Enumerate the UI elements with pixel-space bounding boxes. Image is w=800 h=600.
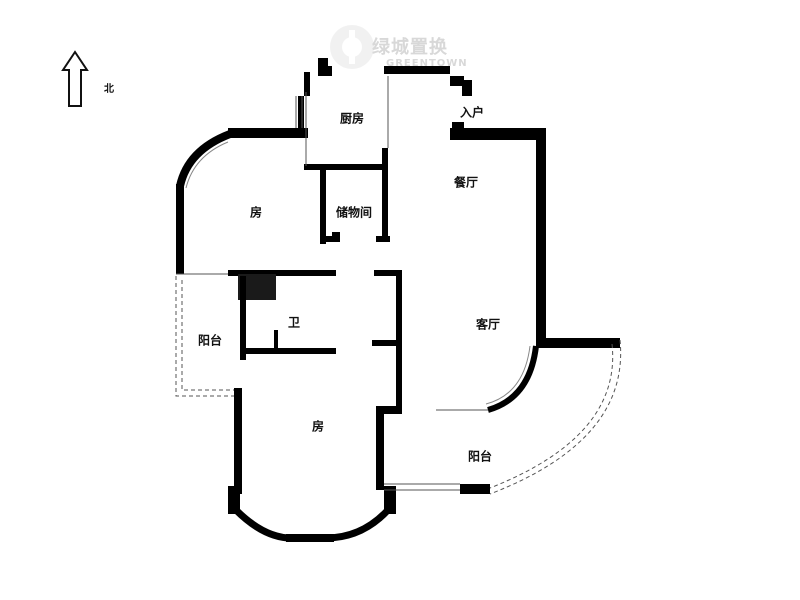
room-label-balcony-west: 阳台 (197, 333, 223, 348)
balcony-outlines (175, 276, 622, 495)
thin-lines (176, 76, 488, 491)
walls (176, 58, 620, 542)
room-label-bathroom: 卫 (287, 315, 301, 330)
room-label-bedroom-north: 房 (249, 205, 263, 220)
watermark-name-en: GREENTOWN (386, 58, 468, 69)
curved-walls (176, 130, 539, 542)
room-label-balcony-south: 阳台 (467, 449, 493, 464)
watermark-name-cn: 绿城置换 (372, 37, 448, 58)
room-label-living: 客厅 (475, 317, 501, 332)
greentown-logo-icon (330, 25, 374, 69)
room-label-dining: 餐厅 (453, 175, 479, 190)
room-label-storage: 储物间 (335, 205, 373, 220)
north-arrow-icon (61, 50, 89, 107)
room-label-entrance: 入户 (459, 105, 485, 120)
north-label: 北 (104, 84, 114, 95)
room-label-bedroom-south: 房 (311, 419, 325, 434)
room-label-kitchen: 厨房 (339, 111, 365, 126)
